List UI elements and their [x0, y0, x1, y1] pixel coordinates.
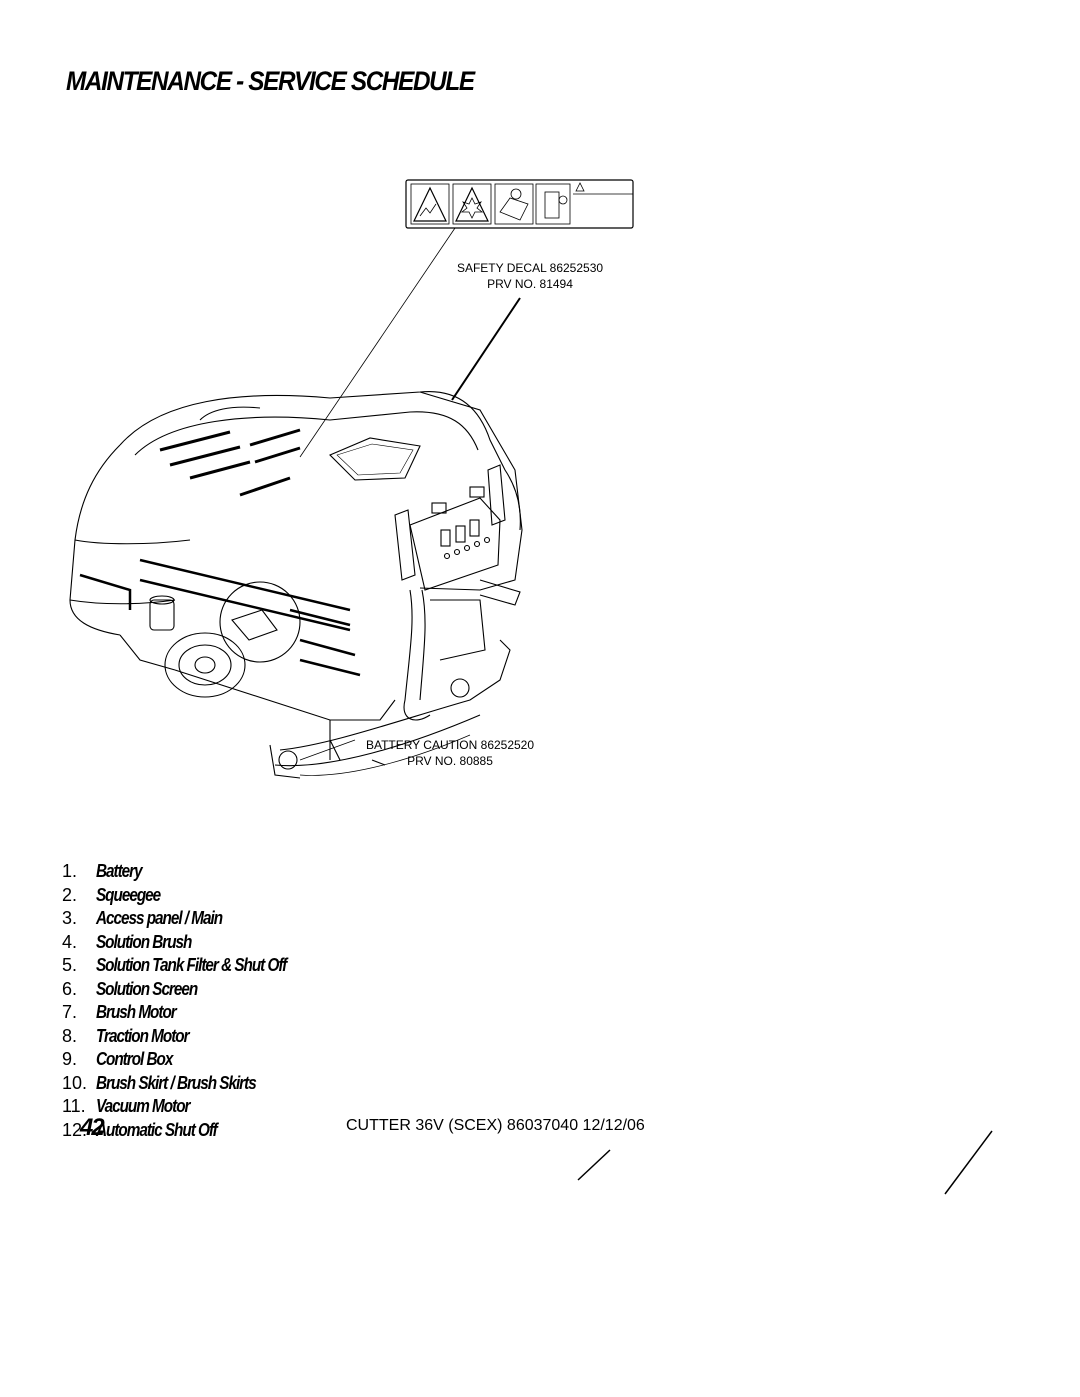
item-number: 10. [62, 1072, 88, 1093]
list-item: 11. Vacuum Motor [62, 1095, 320, 1119]
item-label: Vacuum Motor [96, 1096, 190, 1116]
item-label: Access panel / Main [96, 908, 223, 928]
item-number: 1. [62, 861, 78, 881]
list-item: 1. Battery [62, 860, 320, 884]
list-item: 3. Access panel / Main [62, 907, 320, 931]
item-number: 11. [62, 1096, 86, 1116]
list-item: 6. Solution Screen [62, 978, 320, 1002]
item-label: Squeegee [96, 884, 161, 905]
list-item: 7. Brush Motor [62, 1001, 320, 1025]
leader-lines [299, 227, 993, 1195]
safety-decal-callout: SAFETY DECAL 86252530 PRV NO. 81494 [420, 260, 640, 292]
item-number: 6. [62, 978, 78, 999]
item-label: Battery [96, 861, 143, 881]
item-number: 5. [62, 955, 78, 975]
battery-caution-prv: PRV NO. 80885 [407, 754, 493, 768]
item-number: 8. [62, 1025, 78, 1046]
item-label: Brush Motor [96, 1002, 177, 1022]
item-number: 7. [62, 1002, 78, 1022]
item-number: 12. [62, 1119, 88, 1140]
item-number: 2. [62, 884, 78, 905]
battery-caution-label: BATTERY CAUTION 86252520 [365, 738, 535, 752]
list-item: 9. Control Box [62, 1048, 320, 1072]
list-item: 2. Squeegee [62, 884, 320, 908]
maintenance-item-list: 1. Battery 2. Squeegee 3. Access panel / Ma… [62, 860, 320, 1142]
item-label: Control Box [96, 1049, 173, 1069]
item-label: Traction Motor [96, 1025, 190, 1046]
item-label: Solution Brush [96, 931, 192, 952]
item-label: Automatic Shut Off [96, 1119, 218, 1140]
list-item: 8. Traction Motor [62, 1025, 320, 1049]
item-number: 9. [62, 1049, 78, 1069]
list-item: 12. Automatic Shut Off [62, 1119, 320, 1143]
page-number: 42 [80, 1114, 105, 1141]
item-number: 3. [62, 908, 78, 928]
safety-decal-graphic [405, 179, 634, 229]
safety-decal-prv: PRV NO. 81494 [487, 277, 573, 291]
page-title: MAINTENANCE - SERVICE SCHEDULE [66, 66, 475, 96]
footer-document-id: CUTTER 36V (SCEX) 86037040 12/12/06 [346, 1117, 645, 1134]
battery-caution-callout: BATTERY CAUTION 86252520 PRV NO. 80885 [340, 737, 560, 769]
scrubber-machine-drawing [69, 390, 523, 779]
safety-decal-label: SAFETY DECAL 86252530 [456, 261, 604, 275]
list-item: 4. Solution Brush [62, 931, 320, 955]
item-label: Brush Skirt / Brush Skirts [96, 1072, 257, 1093]
list-item: 5. Solution Tank Filter & Shut Off [62, 954, 320, 978]
item-label: Solution Screen [96, 978, 198, 999]
item-number: 4. [62, 931, 78, 952]
item-label: Solution Tank Filter & Shut Off [96, 955, 287, 975]
list-item: 10. Brush Skirt / Brush Skirts [62, 1072, 320, 1096]
